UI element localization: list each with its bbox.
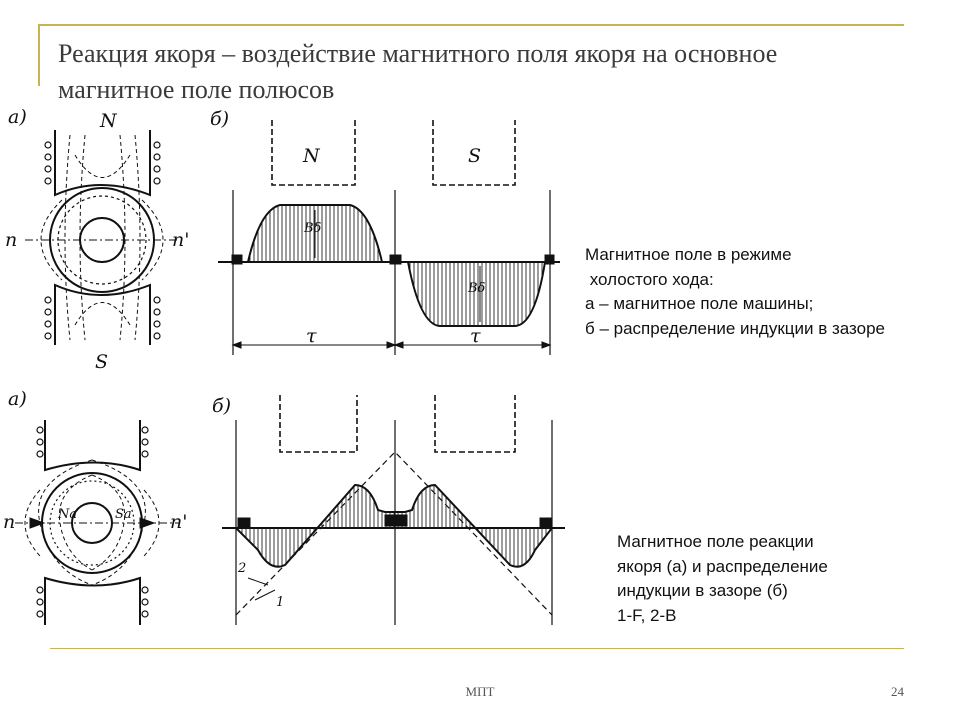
label-top-a: а): [8, 106, 27, 128]
caption-no-load-line-2: холостого хода:: [585, 269, 714, 289]
caption-no-load-line-3: а – магнитное поле машины;: [585, 294, 814, 313]
label-pole-s: S: [95, 351, 108, 373]
label-box-n: N: [302, 145, 321, 167]
label-bottom-a: а): [8, 388, 27, 410]
caption-armature-line-3: индукции в зазоре (б): [617, 581, 788, 600]
label-pole-n: N: [99, 110, 118, 132]
label-tau-2: τ: [470, 325, 481, 347]
caption-armature-reaction: Магнитное поле реакции якоря (а) и распр…: [617, 530, 917, 628]
label-curve-1: 1: [276, 595, 284, 610]
label-axis-n2: n: [3, 511, 15, 533]
accent-line-footer: [50, 648, 904, 649]
figure-armature-reaction-induction: [222, 395, 565, 625]
slide-title: Реакция якоря – воздействие магнитного п…: [58, 39, 778, 104]
caption-no-load-line-1: Магнитное поле в режиме: [585, 245, 792, 264]
label-s-a: Sa: [115, 507, 132, 522]
label-box-s: S: [468, 145, 481, 167]
footer-course-label: МПТ: [465, 684, 495, 699]
caption-armature-line-4: 1-F, 2-B: [617, 605, 677, 625]
label-tau-1: τ: [306, 325, 317, 347]
label-curve-2: 2: [237, 561, 246, 576]
label-top-b: б): [210, 108, 229, 130]
label-n-a: Na: [57, 507, 77, 522]
page-number: 24: [891, 684, 904, 699]
figure-no-load-machine-field: [25, 130, 180, 345]
figure-armature-reaction-field: [15, 420, 180, 625]
caption-armature-line-1: Магнитное поле реакции: [617, 532, 814, 551]
label-b-delta-1: Bδ: [303, 221, 322, 236]
label-b-delta-2: Bδ: [467, 281, 486, 296]
caption-no-load: Магнитное поле в режиме холостого хода: …: [585, 243, 957, 341]
label-axis-n-prime: n': [172, 229, 189, 251]
caption-armature-line-2: якоря (а) и распределение: [617, 556, 828, 576]
accent-line-left: [38, 24, 40, 86]
label-axis-n2-prime: n': [170, 511, 187, 533]
figure-no-load-induction: [218, 120, 560, 355]
caption-no-load-line-4: б – распределение индукции в зазоре: [585, 318, 886, 338]
label-axis-n: n: [5, 229, 17, 251]
accent-line-top: [38, 24, 904, 26]
label-bottom-b: б): [212, 395, 231, 417]
